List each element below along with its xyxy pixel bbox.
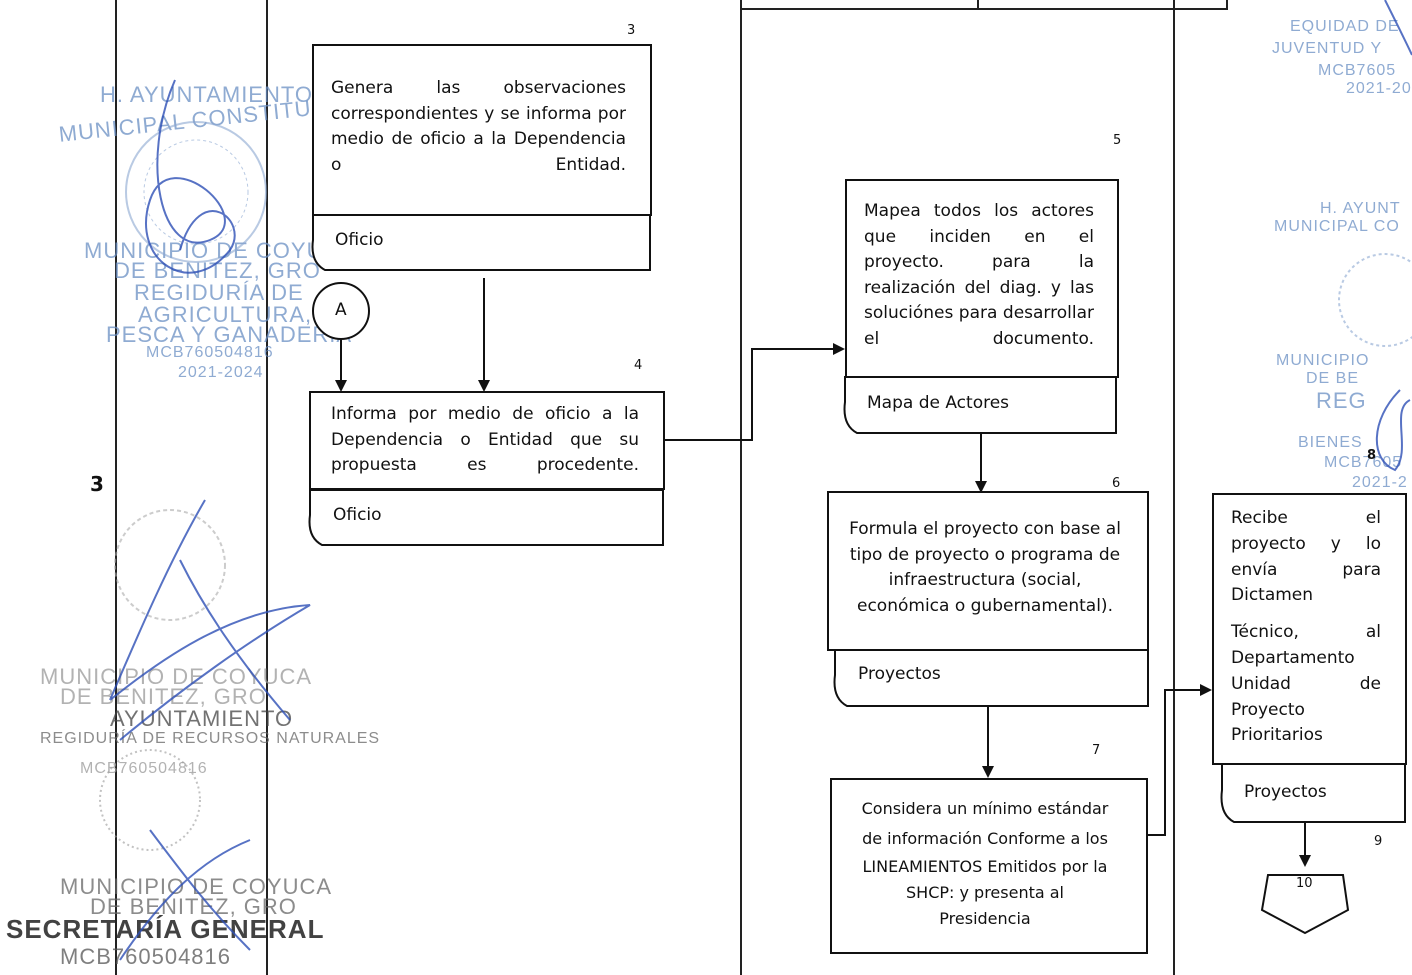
- doc-label-proyectos: Proyectos: [1244, 782, 1327, 802]
- stamp-text: 2021-20: [1346, 80, 1412, 97]
- signature-4: [1375, 389, 1411, 472]
- signature-3: [119, 829, 251, 961]
- process-box-7: [830, 778, 1148, 954]
- step-8-line: Prioritarios: [1231, 725, 1323, 746]
- signature-5: [1384, 0, 1412, 56]
- step-7-line: Presidencia: [939, 909, 1031, 928]
- step-8-text: Recibe el proyecto y lo envía para Dicta…: [1231, 506, 1381, 749]
- step-8-line: envía para: [1231, 559, 1381, 580]
- step-3-text: Genera las observaciones correspondiente…: [331, 78, 626, 175]
- step-number: 8: [1367, 448, 1377, 463]
- seal-circle-1: [125, 121, 267, 263]
- step-7-line: LINEAMIENTOS Emitidos por la: [862, 857, 1108, 876]
- seal-circle-3: [99, 749, 201, 851]
- stamp-text: MUNICIPIO DE COYUCA: [40, 664, 313, 689]
- stamp-text: H. AYUNTAMIENTO: [100, 82, 314, 107]
- doc-label-mapa-actores: Mapa de Actores: [867, 393, 1010, 413]
- lane-divider: [115, 0, 117, 975]
- stamp-text: MUNICIPIO DE COYUCA: [60, 874, 333, 899]
- step-8-line: Unidad de: [1231, 673, 1381, 694]
- signature-2: [109, 499, 311, 741]
- stamp-text: 2021-2: [1352, 474, 1408, 491]
- lane-divider: [1173, 0, 1175, 975]
- signature-1: [145, 79, 236, 274]
- stamp-text: BIENES: [1298, 434, 1363, 451]
- stamp-text: MCB760504816: [80, 760, 208, 777]
- step-6-text: Formula el proyecto con base al tipo de …: [849, 519, 1121, 616]
- stamp-text: AGRICULTURA,: [138, 302, 313, 327]
- top-border-tick: [977, 0, 979, 9]
- stamp-text: AYUNTAMIENTO: [110, 706, 294, 731]
- offpage-connector-label: 10: [1296, 876, 1313, 891]
- doc-shape-6: [833, 649, 1149, 707]
- lane-divider: [266, 0, 268, 975]
- step-number: 6: [1112, 476, 1121, 491]
- process-box-3: [312, 44, 652, 216]
- stamp-text: PESCA Y GANADERÍA: [106, 322, 353, 347]
- step-number: 9: [1374, 834, 1383, 849]
- step-5-text: Mapea todos los actores que inciden en e…: [864, 201, 1094, 349]
- seal-inner-1: [143, 139, 249, 245]
- process-box-5: [845, 179, 1119, 378]
- step-4-text: Informa por medio de oficio a la Depende…: [331, 404, 639, 475]
- step-number: 3: [627, 23, 636, 38]
- stamp-text: 2021-2024: [178, 364, 264, 381]
- stamp-text: DE BE: [1306, 370, 1360, 387]
- doc-shape-8: [1220, 762, 1406, 823]
- step-8-line: Proyecto: [1231, 699, 1305, 720]
- step-number: 4: [634, 358, 643, 373]
- stamp-text: MUNICIPIO: [1276, 352, 1370, 369]
- top-border: [740, 8, 1228, 10]
- row-label: 3: [90, 472, 104, 496]
- step-8-line: Dictamen: [1231, 585, 1314, 606]
- process-box-6: [827, 491, 1149, 651]
- doc-label-proyectos: Proyectos: [858, 664, 941, 684]
- connector-a-label: A: [335, 300, 347, 320]
- step-number: 5: [1113, 133, 1122, 148]
- doc-label-oficio: Oficio: [335, 230, 384, 250]
- step-number: 7: [1092, 743, 1101, 758]
- seal-circle-4: [1338, 253, 1412, 347]
- step-7-line: Considera un mínimo estándar: [861, 799, 1109, 818]
- doc-shape-5: [843, 376, 1117, 434]
- step-7-line: SHCP: y presenta al: [906, 883, 1064, 902]
- stamp-text: REGIDURÍA DE RECURSOS NATURALES: [40, 730, 381, 747]
- doc-shape-4: [308, 489, 664, 546]
- step-8-line: Recibe el: [1231, 508, 1381, 528]
- stamp-text: JUVENTUD Y: [1272, 40, 1383, 57]
- process-box-8: [1212, 493, 1407, 765]
- step-7-line: de información Conforme a los: [862, 829, 1108, 848]
- arrow-7-to-8: [1148, 684, 1212, 836]
- lane-divider: [740, 0, 742, 975]
- stamp-text: SECRETARÍA GENERAL: [6, 914, 325, 944]
- stamp-text: H. AYUNT: [1320, 200, 1401, 217]
- stamp-text: MCB760504816: [146, 344, 274, 361]
- step-8-line: Técnico, al: [1231, 622, 1381, 643]
- doc-label-oficio: Oficio: [333, 505, 382, 525]
- top-border-tick: [1226, 0, 1228, 9]
- step-8-line: proyecto y lo: [1231, 533, 1381, 554]
- offpage-connector-shape: [1260, 874, 1350, 935]
- stamp-text: REG: [1316, 388, 1367, 413]
- seal-circle-2: [114, 509, 226, 621]
- arrow-4-to-5: [664, 343, 845, 441]
- step-8-line: Departamento: [1231, 647, 1355, 668]
- stamp-text: MCB7605: [1318, 62, 1397, 79]
- stamp-text: REGIDURÍA DE: [134, 280, 304, 305]
- stamp-text: EQUIDAD DE: [1290, 18, 1400, 35]
- stamp-text: MUNICIPAL CO: [1274, 218, 1400, 235]
- stamp-text: DE BENITEZ, GRO: [90, 894, 297, 919]
- stamp-text: MCB760504816: [60, 944, 232, 969]
- process-box-4: [309, 391, 665, 490]
- step-7-text: Considera un mínimo estándar de informac…: [840, 794, 1130, 934]
- doc-shape-3: [311, 214, 651, 271]
